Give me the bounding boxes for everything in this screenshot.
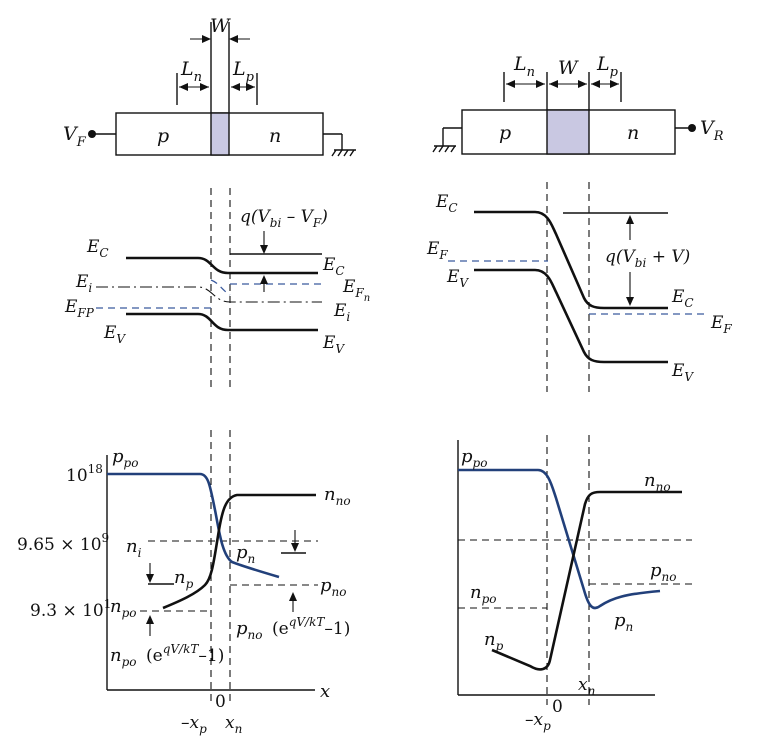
right-n-label: n — [627, 122, 639, 144]
left-pno-label: pno — [320, 575, 346, 599]
left-inj-expr: (eqV/kT–1) — [272, 615, 350, 639]
left-barrier-label: q(Vbi – VF) — [240, 207, 328, 230]
left-ei-label: Ei — [75, 272, 92, 295]
left-pn-label: pn — [236, 542, 255, 566]
left-pno-inj-label: pno — [236, 618, 262, 642]
left-valence-band — [126, 312, 318, 332]
left-conduction-band — [126, 256, 318, 275]
right-electron-concentration-curve — [491, 490, 682, 671]
vr-label: VR — [700, 117, 724, 144]
right-barrier-label: q(Vbi + V) — [605, 247, 690, 270]
right-depletion-region — [546, 109, 590, 155]
left-ec-right-label: EC — [322, 255, 345, 278]
left-ground-symbol — [323, 133, 356, 157]
left-neg-xp-label: –xp — [181, 713, 207, 736]
left-hole-concentration-curve — [107, 472, 280, 579]
left-npo-inj-label: npo — [110, 645, 137, 669]
right-neg-xp-label: –xp — [525, 710, 551, 733]
left-np-label: np — [174, 567, 194, 591]
left-ei-right-label: Ei — [333, 301, 350, 324]
left-carrier-plot: 1018 9.65 × 109 9.3 × 101 ppo nno ni pn … — [17, 430, 351, 736]
right-npo-label: npo — [470, 582, 497, 606]
right-ef-right-label: EF — [710, 313, 732, 336]
right-carrier-plot: ppo nno npo pno np pn 0 xn –xp — [457, 435, 692, 733]
vf-label: VF — [63, 123, 87, 150]
left-depletion-region — [210, 112, 230, 156]
right-ec-label: EC — [435, 192, 458, 215]
left-nno-label: nno — [324, 484, 351, 508]
right-lp-label: Lp — [596, 53, 619, 80]
right-nno-label: nno — [644, 470, 671, 494]
left-p-label: p — [157, 125, 169, 147]
left-efp-label: EFP — [64, 297, 95, 320]
right-w-label: W — [558, 57, 579, 79]
left-tick-ni: 9.65 × 109 — [17, 531, 109, 555]
left-tick-1e18: 1018 — [66, 462, 103, 486]
right-np-label: np — [484, 629, 504, 653]
right-ground-symbol — [432, 127, 462, 153]
left-fermi-bend — [210, 279, 231, 296]
left-intrinsic-level — [96, 286, 322, 303]
left-lp-label: Lp — [232, 58, 255, 85]
right-pno-label: pno — [650, 560, 676, 584]
left-ppo-label: ppo — [112, 446, 138, 470]
left-terminal-dot — [88, 130, 96, 138]
right-zero-label: 0 — [552, 697, 563, 717]
left-ev-right-label: EV — [322, 333, 345, 356]
left-n-label: n — [269, 125, 281, 147]
right-pn-label: pn — [614, 610, 633, 634]
right-ev-right-label: EV — [671, 361, 694, 384]
left-ni-label: ni — [126, 536, 142, 560]
right-ev-left-label: EV — [446, 267, 469, 290]
right-ppo-label: ppo — [461, 446, 487, 470]
right-hole-concentration-curve — [458, 468, 661, 610]
right-ef-left-label: EF — [426, 239, 448, 262]
left-efn-label: EFn — [342, 277, 370, 304]
right-xn-label: xn — [578, 675, 595, 698]
left-device-schematic: p n VF W Ln Lp — [63, 15, 356, 157]
right-band-diagram: q(Vbi + V) EC EF EV EC EF EV — [426, 182, 732, 392]
right-valence-band — [474, 268, 668, 364]
left-x-axis-label: x — [320, 681, 330, 702]
right-ln-label: Ln — [513, 53, 535, 80]
left-zero-label: 0 — [215, 692, 226, 712]
left-ln-label: Ln — [180, 58, 202, 85]
left-tick-np: 9.3 × 101 — [30, 597, 111, 621]
right-device-schematic: p n VR Ln W Lp — [432, 53, 724, 155]
left-band-diagram: q(Vbi – VF) EC Ei EFP EV EC EFn Ei EV — [64, 188, 370, 388]
left-w-label: W — [210, 15, 231, 37]
left-xn-label: xn — [225, 713, 242, 736]
right-terminal-dot — [688, 124, 696, 132]
left-ec-label: EC — [86, 237, 109, 260]
right-p-label: p — [499, 122, 511, 144]
left-electron-concentration-curve — [162, 493, 316, 610]
right-ec-right-label: EC — [671, 287, 694, 310]
left-ev-label: EV — [103, 323, 126, 346]
right-conduction-band — [474, 210, 668, 310]
left-inj-expr-2: (eqV/kT–1) — [146, 642, 224, 666]
left-npo-label: npo — [110, 596, 137, 620]
